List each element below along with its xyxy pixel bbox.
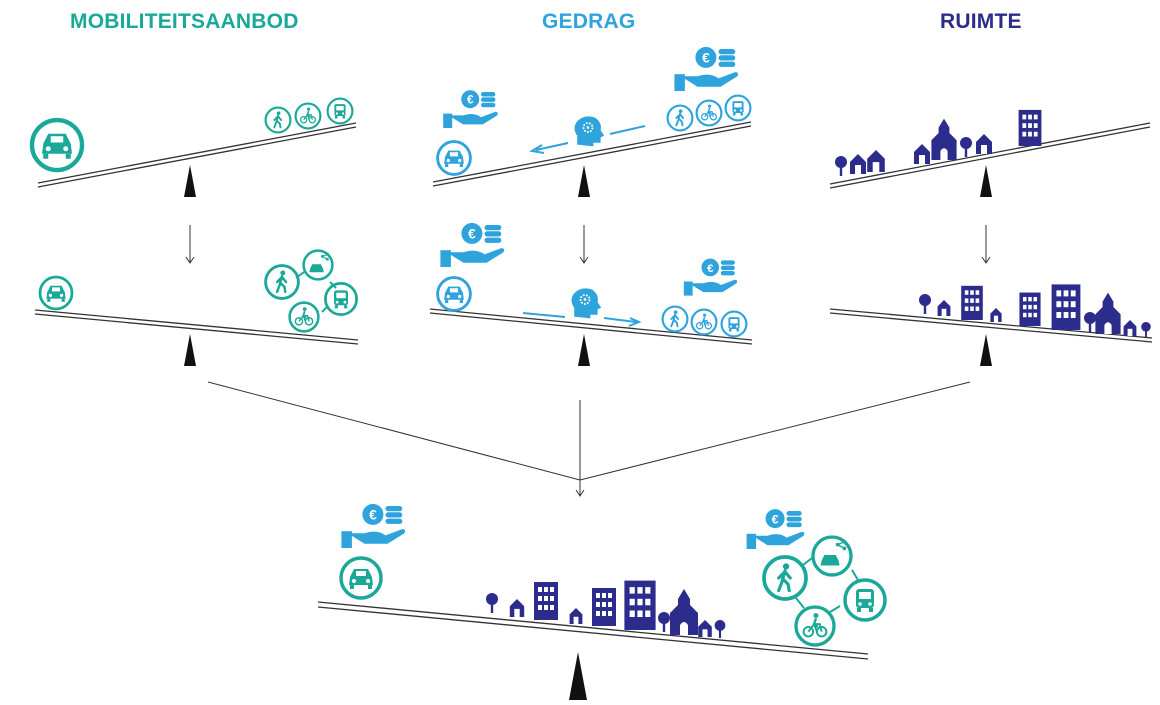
hand-with-coins-icon [341, 503, 406, 548]
behaviour-panel-bottom [436, 222, 748, 338]
pedestrian-icon [264, 106, 292, 134]
tree-icon [960, 137, 972, 157]
house-icon [569, 608, 583, 624]
apartment-building-icon [534, 582, 558, 620]
apartment-building-icon [961, 285, 983, 320]
head-with-gears-icon [573, 115, 606, 148]
bicycle-icon [695, 99, 723, 127]
hand-with-coins-icon [746, 509, 805, 549]
pedestrian-icon [666, 104, 694, 132]
tree-icon [658, 612, 670, 632]
apartment-building-icon [592, 588, 616, 626]
mobility-panel-top [32, 97, 354, 170]
car-icon [436, 140, 472, 176]
bus-icon [843, 578, 887, 622]
heading-space: RUIMTE [940, 10, 1022, 33]
hand-with-coins-icon [683, 258, 738, 296]
car-icon [32, 120, 82, 170]
apartment-building-icon [1019, 292, 1041, 326]
hand-with-coins-icon [440, 222, 505, 267]
pedestrian-icon [762, 555, 808, 601]
house-icon [698, 620, 712, 637]
bicycle-icon [690, 308, 718, 336]
church-icon [670, 589, 698, 635]
bicycle-icon [288, 301, 320, 333]
house-icon [850, 154, 866, 174]
head-with-gears-icon [570, 287, 603, 320]
church-icon [1095, 292, 1121, 334]
apartment-building-icon [624, 580, 656, 630]
bus-icon [326, 97, 354, 125]
pedestrian-icon [264, 264, 300, 300]
house-icon [509, 599, 525, 617]
hand-with-coins-icon [674, 46, 739, 91]
tree-icon [1084, 312, 1096, 332]
house-icon [990, 308, 1002, 322]
tree-icon [919, 294, 931, 314]
apartment-building-icon [1051, 284, 1081, 330]
house-icon [937, 300, 951, 316]
house-icon [976, 134, 992, 154]
church-icon [931, 118, 957, 160]
behaviour-panel-top [436, 46, 752, 176]
space-panel-bottom [919, 284, 1151, 338]
heading-mobility-supply: MOBILITEITSAANBOD [70, 10, 299, 33]
bicycle-icon [294, 102, 322, 130]
car-icon [38, 275, 74, 311]
bicycle-icon [794, 605, 836, 647]
car-icon [339, 556, 383, 600]
mobility-panel-bottom [38, 249, 358, 333]
apartment-building-icon [1018, 109, 1042, 146]
tree-icon [714, 620, 726, 638]
bus-icon [324, 282, 358, 316]
combined-panel [339, 503, 887, 647]
shared-car-icon [302, 249, 334, 281]
balance-beams [34, 121, 1153, 660]
car-icon [436, 276, 472, 312]
tree-icon [486, 593, 498, 613]
hand-with-coins-icon [443, 90, 498, 128]
heading-behaviour: GEDRAG [542, 10, 636, 33]
house-icon [914, 144, 930, 164]
bus-icon [720, 310, 748, 338]
pedestrian-icon [661, 305, 689, 333]
shared-car-icon [811, 535, 853, 577]
flow-arrows [185, 225, 991, 497]
house-icon [1123, 320, 1137, 336]
tree-icon [1141, 322, 1151, 338]
tree-icon [835, 156, 847, 176]
house-icon [867, 150, 885, 172]
space-panel-top [835, 109, 1042, 176]
bus-icon [724, 94, 752, 122]
